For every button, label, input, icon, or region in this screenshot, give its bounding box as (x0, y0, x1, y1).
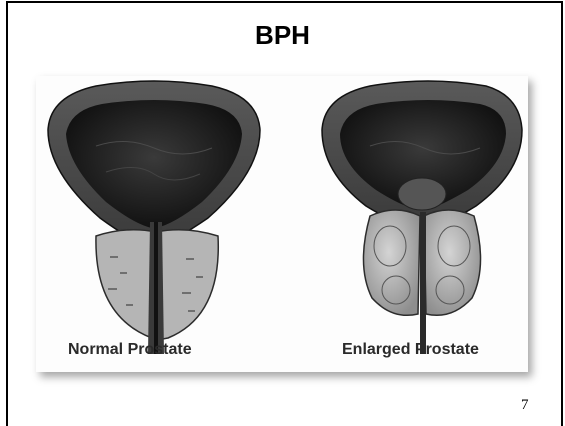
slide-frame-left (6, 1, 8, 426)
slide-frame-top (6, 1, 563, 3)
normal-prostate-illustration (48, 81, 260, 354)
anatomy-figure: Normal Prostate Enlarged Prostate (36, 76, 528, 372)
slide-title: BPH (0, 20, 565, 51)
anatomy-illustration (36, 76, 528, 372)
page-number: 7 (521, 397, 529, 414)
normal-prostate-caption: Normal Prostate (68, 341, 192, 359)
enlarged-prostate-caption: Enlarged Prostate (342, 341, 479, 359)
enlarged-prostate-illustration (322, 81, 522, 354)
slide-frame-right (561, 1, 563, 426)
